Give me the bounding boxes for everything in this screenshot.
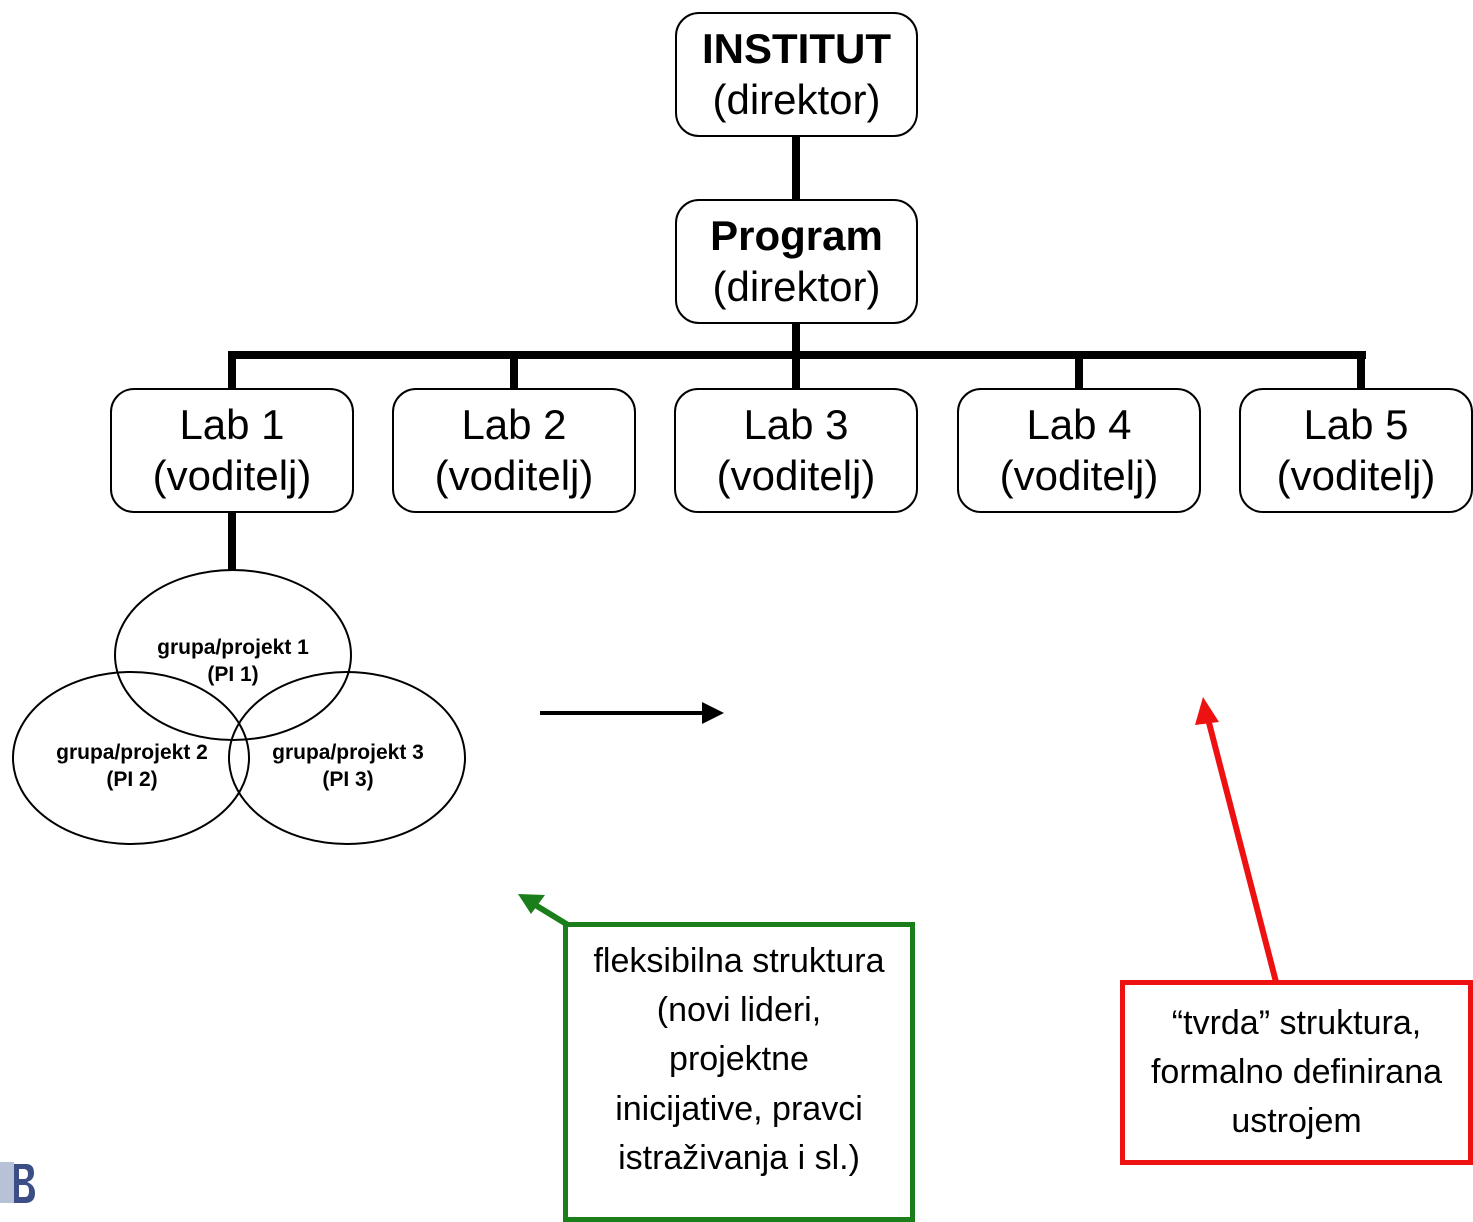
connector-lab2: [510, 351, 518, 391]
connector-lab5: [1357, 351, 1365, 391]
program-title: Program: [710, 212, 883, 260]
note-line: ustrojem: [1231, 1102, 1362, 1141]
lab-subtitle: (voditelj): [434, 451, 594, 499]
lab-subtitle: (voditelj): [999, 451, 1159, 499]
group-label-3: grupa/projekt 3 (PI 3): [248, 739, 448, 794]
red-arrowhead: [1195, 697, 1219, 725]
note-line: projektne: [669, 1040, 809, 1079]
lab-box-5: Lab 5 (voditelj): [1239, 388, 1473, 513]
institut-title: INSTITUT: [702, 25, 891, 73]
group-label-1: grupa/projekt 1 (PI 1): [133, 634, 333, 689]
lab-box-4: Lab 4 (voditelj): [957, 388, 1201, 513]
group-pi: (PI 2): [106, 768, 158, 792]
connector-institut-program: [792, 136, 800, 200]
note-line: (novi lideri,: [656, 991, 822, 1030]
lab-box-2: Lab 2 (voditelj): [392, 388, 636, 513]
note-line: fleksibilna struktura: [593, 941, 885, 980]
group-name: grupa/projekt 2: [56, 741, 208, 764]
flexible-structure-note: fleksibilna struktura (novi lideri, proj…: [563, 922, 915, 1222]
hard-structure-note: “tvrda” struktura, formalno definirana u…: [1120, 980, 1473, 1165]
black-arrowhead: [702, 702, 724, 724]
lab-title: Lab 4: [1026, 401, 1132, 449]
lab-box-3: Lab 3 (voditelj): [674, 388, 918, 513]
group-label-2: grupa/projekt 2 (PI 2): [32, 739, 232, 794]
lab-subtitle: (voditelj): [152, 451, 312, 499]
lab-box-1: Lab 1 (voditelj): [110, 388, 354, 513]
note-line: formalno definirana: [1150, 1052, 1443, 1091]
lab-subtitle: (voditelj): [1276, 451, 1436, 499]
group-pi: (PI 1): [207, 663, 259, 687]
note-line: istraživanja i sl.): [618, 1138, 860, 1177]
lab-title: Lab 3: [743, 401, 849, 449]
lab-title: Lab 2: [461, 401, 567, 449]
program-box: Program (direktor): [675, 199, 918, 324]
logo-icon: [0, 1162, 35, 1203]
green-arrow: [530, 900, 570, 928]
group-ellipse-3: [228, 671, 466, 845]
flexible-note-text: fleksibilna struktura (novi lideri, proj…: [593, 937, 884, 1183]
group-ellipse-1: [114, 569, 352, 741]
group-pi: (PI 3): [322, 768, 374, 792]
group-name: grupa/projekt 3: [272, 741, 424, 764]
lab-title: Lab 5: [1303, 401, 1409, 449]
lab-title: Lab 1: [179, 401, 285, 449]
group-ellipse-2: [12, 671, 250, 845]
connector-lab1: [228, 351, 236, 391]
connector-lab1-groups: [228, 512, 236, 570]
green-arrowhead: [518, 894, 545, 914]
connector-lab4: [1075, 351, 1083, 391]
lab-subtitle: (voditelj): [716, 451, 876, 499]
note-line: “tvrda” struktura,: [1171, 1003, 1422, 1042]
group-name: grupa/projekt 1: [157, 636, 309, 659]
connector-lab3: [792, 351, 800, 391]
red-arrow: [1204, 714, 1279, 983]
hard-note-text: “tvrda” struktura, formalno definirana u…: [1151, 999, 1442, 1147]
note-line: inicijative, pravci: [615, 1089, 863, 1128]
connector-program-down: [792, 323, 800, 357]
institut-box: INSTITUT (direktor): [675, 12, 918, 137]
institut-subtitle: (direktor): [712, 75, 881, 123]
program-subtitle: (direktor): [712, 262, 881, 310]
